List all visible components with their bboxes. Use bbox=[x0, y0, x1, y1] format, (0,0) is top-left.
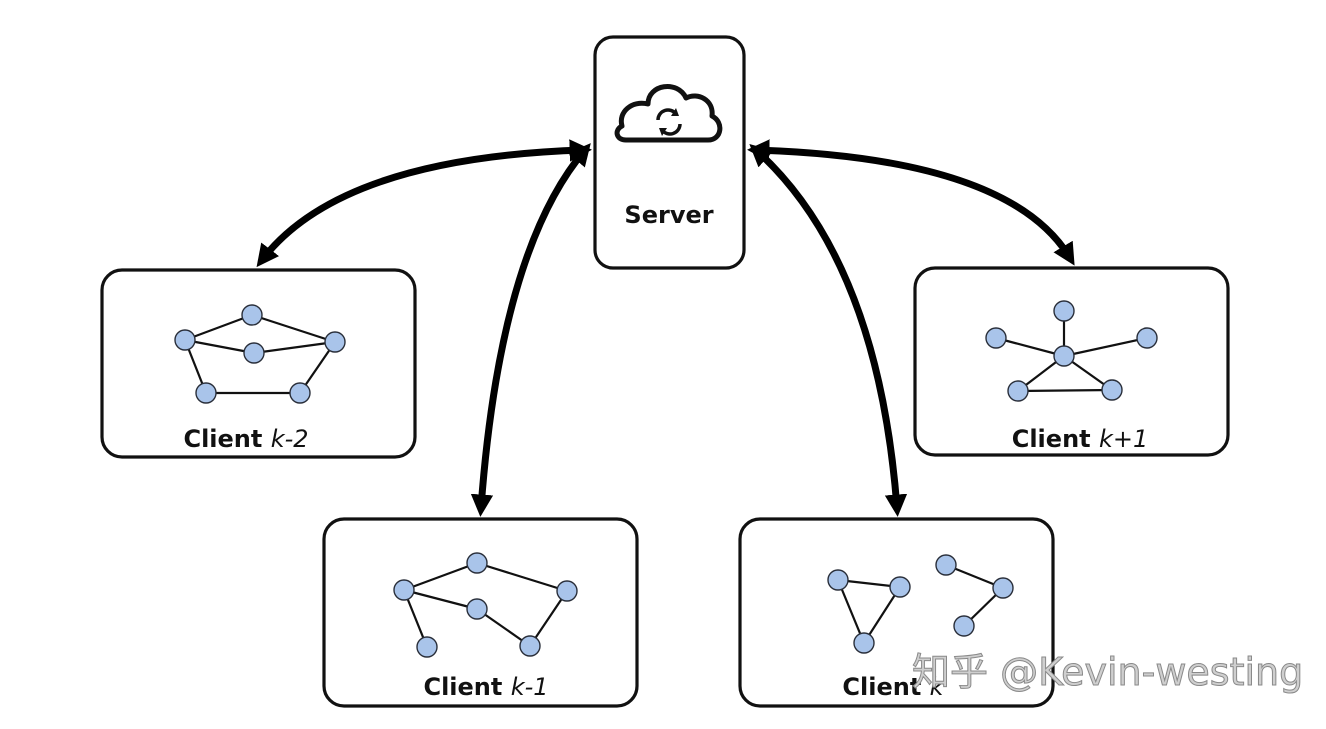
graph-node bbox=[985, 327, 1007, 349]
arrow-server-client-k-plus-1 bbox=[747, 139, 1075, 266]
graph-node bbox=[195, 382, 217, 404]
cloud-sync-icon bbox=[614, 84, 723, 143]
graph-node bbox=[1053, 300, 1075, 322]
graph-node bbox=[174, 329, 196, 351]
client-box-k: Client k bbox=[738, 517, 1055, 708]
graph-node bbox=[416, 636, 438, 658]
graph-node bbox=[853, 632, 875, 654]
client-label-k-1: Client k-1 bbox=[423, 673, 548, 701]
client-label-k: Client k bbox=[842, 673, 944, 701]
graph-k-2 bbox=[174, 304, 346, 404]
graph-node bbox=[393, 579, 415, 601]
graph-node bbox=[241, 304, 263, 326]
graph-node bbox=[1053, 345, 1075, 367]
server-box: Server bbox=[593, 35, 746, 270]
client-box-k-1: Client k-1 bbox=[322, 517, 639, 708]
graph-node bbox=[889, 576, 911, 598]
graph-node bbox=[466, 598, 488, 620]
arrow-server-client-k bbox=[749, 143, 908, 517]
graph-node bbox=[953, 615, 975, 637]
graph-node bbox=[519, 635, 541, 657]
graph-node bbox=[243, 342, 265, 364]
client-label-k-plus-1: Client k+1 bbox=[1012, 425, 1149, 453]
client-label-k-2: Client k-2 bbox=[183, 425, 308, 453]
client-box-k-2: Client k-2 bbox=[100, 268, 417, 459]
watermark: 知乎 @Kevin-westing bbox=[912, 650, 1303, 694]
graph-node bbox=[1136, 327, 1158, 349]
graph-node bbox=[992, 577, 1014, 599]
graph-node bbox=[1007, 380, 1029, 402]
graph-node bbox=[324, 331, 346, 353]
graph-node bbox=[827, 569, 849, 591]
graph-k-plus-1 bbox=[985, 300, 1158, 402]
graph-node bbox=[556, 580, 578, 602]
graph-node bbox=[466, 552, 488, 574]
graph-k bbox=[827, 554, 1014, 654]
client-box-k-plus-1: Client k+1 bbox=[913, 266, 1230, 457]
graph-node bbox=[1101, 379, 1123, 401]
arrow-server-client-k-1 bbox=[470, 143, 591, 517]
server-label: Server bbox=[624, 201, 713, 229]
graph-k-1 bbox=[393, 552, 578, 658]
graph-node bbox=[935, 554, 957, 576]
graph-node bbox=[289, 382, 311, 404]
